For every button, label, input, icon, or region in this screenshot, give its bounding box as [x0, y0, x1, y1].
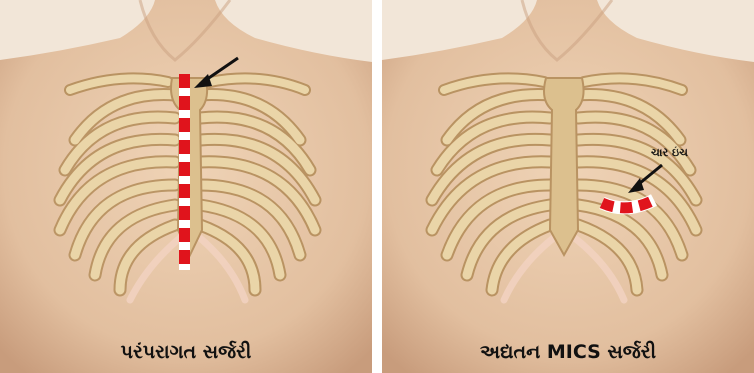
conventional-surgery-panel: પરંપરાગત સર્જરી [0, 0, 372, 373]
ribcage-illustration-left [0, 0, 372, 373]
mics-surgery-caption: અદ્યતન MICS સર્જરી [382, 341, 754, 363]
ribcage-illustration-right [382, 0, 754, 373]
conventional-surgery-caption: પરંપરાગત સર્જરી [0, 341, 372, 363]
incision-length-label: ચાર ઇંચ [651, 146, 688, 160]
sternotomy-incision [179, 74, 190, 270]
mics-surgery-panel: ચાર ઇંચ અદ્યતન MICS સર્જરી [382, 0, 754, 373]
mics-incision [602, 200, 654, 208]
